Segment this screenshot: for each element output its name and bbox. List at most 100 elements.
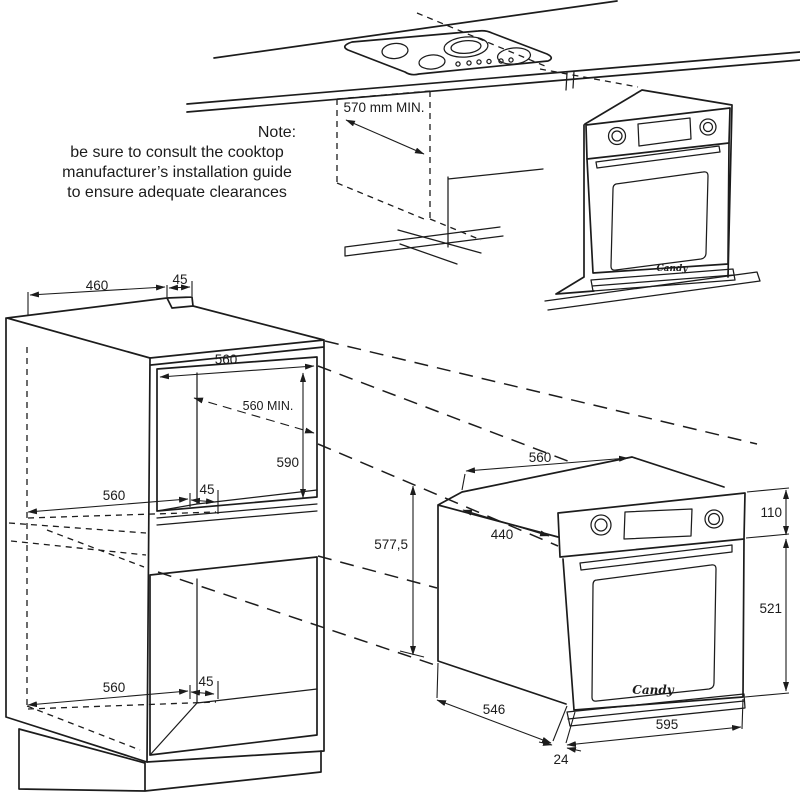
ext-lines bbox=[461, 473, 466, 491]
counter-front-edge-bottom bbox=[186, 59, 800, 113]
projection-line-1 bbox=[317, 365, 574, 464]
dim-line bbox=[190, 497, 216, 505]
burner-small bbox=[418, 54, 446, 70]
note-block: Note: be sure to consult the cooktop man… bbox=[62, 124, 296, 201]
dim-opening-width-560: 560 bbox=[159, 352, 315, 380]
brand-logo: Candy bbox=[632, 683, 674, 697]
dim-mid-depth-560: 560 bbox=[27, 488, 189, 515]
burner-large bbox=[443, 36, 489, 58]
oven-top-view: Candy bbox=[544, 89, 761, 311]
dim-label: 560 MIN. bbox=[243, 399, 294, 413]
display-panel bbox=[623, 508, 693, 540]
niche-structure bbox=[344, 168, 544, 265]
dim-label: 45 bbox=[172, 272, 187, 287]
oven-body-edges bbox=[555, 89, 733, 295]
door-handle bbox=[595, 145, 721, 169]
cabinet-view: 460 45 560 560 MIN. 590 560 bbox=[5, 272, 758, 792]
shelf-board-right bbox=[544, 271, 761, 311]
clearance-niche: 570 mm MIN. bbox=[336, 12, 639, 241]
lower-opening bbox=[149, 556, 318, 756]
control-knob-right-inner bbox=[707, 512, 721, 526]
dim-door-height-521: 521 bbox=[744, 538, 790, 698]
dim-bottom-depth-560: 560 bbox=[27, 680, 189, 708]
dim-panel-height-110: 110 bbox=[745, 487, 790, 539]
dim-mid-gap-45: 45 bbox=[189, 482, 219, 514]
dim-niche-height-5775: 577,5 bbox=[374, 485, 425, 658]
hidden-shelf-edges bbox=[8, 522, 147, 568]
counter-front-edge-top bbox=[186, 51, 800, 105]
control-knob-left-inner bbox=[594, 518, 608, 532]
dim-label: 595 bbox=[656, 717, 679, 732]
dim-label: 590 bbox=[276, 455, 299, 470]
dim-label: 440 bbox=[491, 527, 514, 542]
burner-right bbox=[496, 47, 532, 65]
niche-hidden-edges bbox=[336, 90, 482, 241]
cabinet-dimensions: 460 45 560 560 MIN. 590 560 bbox=[27, 272, 425, 708]
projection-line-5 bbox=[157, 571, 439, 667]
cabinet-openings bbox=[149, 356, 318, 756]
note-title: Note: bbox=[258, 124, 296, 141]
oven-door bbox=[586, 142, 730, 274]
upper-opening-interior bbox=[156, 372, 318, 512]
oven-dimensions: 560 440 110 521 546 bbox=[436, 450, 790, 767]
dim-line bbox=[29, 284, 166, 298]
dim-line bbox=[436, 699, 552, 744]
door-window bbox=[610, 171, 709, 271]
ext-lines bbox=[399, 650, 425, 658]
cabinet-plinth bbox=[18, 728, 322, 792]
projection-line-4 bbox=[317, 555, 438, 589]
oven-view: Candy 560 440 110 521 bbox=[436, 450, 790, 767]
dim-top-depth-440: 440 bbox=[462, 509, 550, 542]
oven-body-edges bbox=[437, 456, 725, 705]
cooktop-outline bbox=[343, 29, 553, 76]
hidden-back-edge bbox=[26, 347, 141, 751]
dim-label: 45 bbox=[198, 674, 213, 689]
middle-shelf-edge bbox=[156, 503, 318, 526]
counter-break-marks bbox=[565, 70, 575, 91]
dim-label: 460 bbox=[86, 278, 109, 293]
dim-bottom-gap-45: 45 bbox=[189, 674, 219, 699]
ext-lines bbox=[745, 487, 790, 539]
control-knob-right bbox=[699, 118, 717, 136]
dim-door-thickness-24: 24 bbox=[538, 740, 582, 767]
dim-label: 546 bbox=[483, 702, 506, 717]
dim-front-width-595: 595 bbox=[565, 698, 744, 748]
dim-top-depth-460: 460 bbox=[27, 278, 168, 316]
dim-line bbox=[190, 689, 215, 697]
niche-side-panel bbox=[447, 168, 544, 248]
dim-top-gap-45: 45 bbox=[168, 272, 193, 296]
dim-line bbox=[168, 284, 191, 291]
dim-label: 560 bbox=[103, 488, 126, 503]
lower-opening-interior bbox=[149, 578, 318, 756]
dim-label: 110 bbox=[760, 505, 782, 520]
shelf-board-side-edges bbox=[397, 229, 482, 265]
control-knob-left-inner bbox=[611, 130, 623, 142]
display-panel bbox=[637, 117, 692, 147]
dim-line bbox=[27, 688, 189, 708]
ext-lines bbox=[27, 285, 168, 316]
note-line-1: be sure to consult the cooktop bbox=[70, 144, 284, 161]
clearance-arrow bbox=[345, 119, 425, 155]
dim-label: 24 bbox=[553, 752, 569, 767]
door-bottom-trim bbox=[590, 268, 736, 292]
dim-label: 560 bbox=[103, 680, 126, 695]
cooktop bbox=[343, 29, 553, 76]
door-window bbox=[591, 564, 717, 702]
ext-lines bbox=[744, 692, 790, 698]
dim-depth-min-560: 560 MIN. bbox=[193, 397, 315, 434]
cabinet-left-face bbox=[5, 297, 168, 763]
counter-back-edge bbox=[213, 0, 618, 59]
control-panel bbox=[585, 107, 731, 160]
control-knob-right-inner bbox=[702, 121, 714, 133]
cooktop-control-dots bbox=[455, 57, 514, 67]
dim-label: 577,5 bbox=[374, 537, 408, 552]
shelf-board-left bbox=[344, 226, 504, 257]
clearance-label: 570 mm MIN. bbox=[343, 100, 424, 115]
burner-left bbox=[381, 42, 409, 60]
control-knob-left bbox=[590, 514, 612, 536]
ext-lines bbox=[189, 681, 219, 699]
dim-side-depth-546: 546 bbox=[436, 662, 568, 744]
cabinet-front-face bbox=[146, 305, 325, 763]
dim-line bbox=[27, 496, 189, 515]
